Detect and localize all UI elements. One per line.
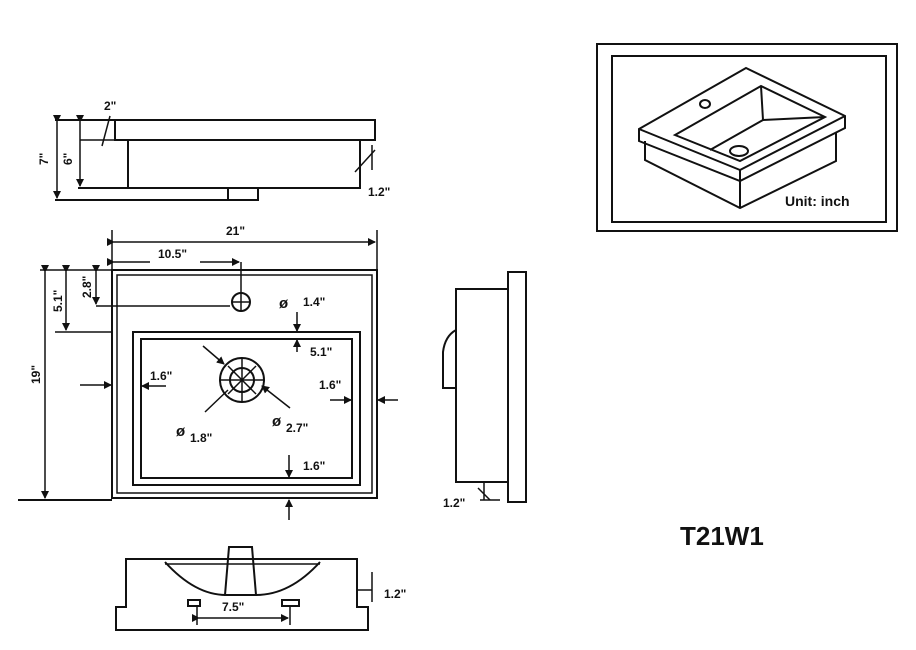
dim-faucet-offset: 10.5" — [158, 247, 187, 261]
dim-basin-gap: 5.1" — [310, 345, 332, 359]
dim-width: 21" — [226, 224, 245, 238]
diameter-symbol: ø — [279, 295, 289, 312]
dim-right-margin: 1.6" — [319, 378, 341, 392]
dim-drain-outer-dia: 2.7" — [286, 421, 308, 435]
dim-left-margin: 1.6" — [150, 369, 172, 383]
dim-side-offset: 1.2" — [443, 496, 465, 510]
dim-faucet-spacing: 7.5" — [222, 600, 244, 614]
dim-faucet-hole-offset: 2.8" — [80, 276, 94, 298]
dim-depth: 19" — [29, 365, 43, 384]
top-side-view: 7" 6" 2" 1.2" — [37, 99, 390, 201]
unit-label: Unit: inch — [785, 193, 850, 209]
dim-body-height: 6" — [61, 153, 75, 165]
model-number: T21W1 — [680, 521, 764, 551]
dim-rim-offset: 1.2" — [368, 185, 390, 199]
dim-basin-offset: 5.1" — [51, 290, 65, 312]
dim-faucet-hole-dia: 1.4" — [303, 295, 325, 309]
plan-view: 21" 10.5" 19" 5.1" 2.8" ø 1.4" 5.1" 1.6"… — [18, 224, 398, 520]
dim-slab-thickness: 2" — [104, 99, 116, 113]
dim-front-step: 1.2" — [384, 587, 406, 601]
diameter-symbol: ø — [176, 423, 186, 440]
isometric-inset: Unit: inch — [596, 43, 898, 232]
dim-bottom-margin: 1.6" — [303, 459, 325, 473]
diameter-symbol: ø — [272, 413, 282, 430]
front-view: 7.5" 1.2" — [115, 546, 406, 631]
dim-drain-inner-dia: 1.8" — [190, 431, 212, 445]
right-side-view: 1.2" — [442, 271, 527, 510]
drain — [202, 345, 291, 413]
dim-total-height: 7" — [37, 153, 51, 165]
